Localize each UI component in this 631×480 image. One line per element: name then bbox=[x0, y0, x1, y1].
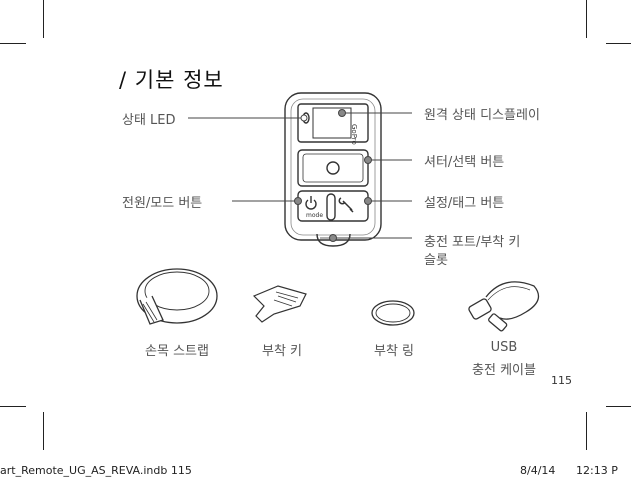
caption-wrist-strap: 손목 스트랩 bbox=[145, 344, 209, 359]
caption-attachment-key: 부착 키 bbox=[261, 344, 302, 359]
crop-mark-top-left-horizontal bbox=[0, 43, 26, 44]
page-title: / 기본 정보 bbox=[119, 68, 224, 92]
shutter-inner bbox=[302, 153, 364, 183]
callout-shutter-select: 셔터/선택 버튼 bbox=[424, 155, 505, 170]
crop-mark-bottom-right-horizontal bbox=[606, 406, 631, 407]
display-window bbox=[312, 107, 352, 139]
footer-file-name: art_Remote_UG_AS_REVA.indb 115 bbox=[0, 464, 192, 477]
wrist-strap-illustration bbox=[136, 268, 218, 325]
callout-power-mode: 전원/모드 버튼 bbox=[122, 196, 203, 211]
crop-mark-bottom-left-vertical bbox=[43, 412, 44, 450]
crop-mark-bottom-right-vertical bbox=[586, 412, 587, 450]
callout-status-led: 상태 LED bbox=[122, 113, 176, 128]
center-slot bbox=[326, 193, 336, 221]
shutter-button-circle bbox=[326, 161, 340, 175]
power-icon bbox=[305, 199, 317, 210]
display-brand-text: GoPro bbox=[350, 124, 358, 145]
tether-loop bbox=[316, 233, 351, 247]
crop-mark-top-right-horizontal bbox=[606, 43, 631, 44]
remote-display bbox=[297, 103, 369, 143]
footer-date: 8/4/14 bbox=[520, 464, 556, 477]
callout-charge-port-line1: 충전 포트/부착 키 bbox=[424, 235, 521, 250]
callout-settings-tag: 설정/태그 버튼 bbox=[424, 196, 505, 211]
caption-attachment-ring: 부착 링 bbox=[373, 344, 414, 359]
attachment-key-illustration bbox=[252, 285, 307, 323]
callout-charge-port-line2: 슬롯 bbox=[424, 253, 448, 268]
footer-time: 12:13 P bbox=[576, 464, 618, 477]
usb-cable-illustration bbox=[468, 281, 540, 332]
caption-usb-line2: 충전 케이블 bbox=[472, 363, 536, 378]
page-number: 115 bbox=[551, 374, 572, 387]
crop-mark-top-left-vertical bbox=[43, 0, 44, 38]
callout-remote-display: 원격 상태 디스플레이 bbox=[424, 108, 540, 123]
remote-body bbox=[284, 92, 382, 241]
attachment-ring-illustration bbox=[371, 300, 415, 326]
wrench-icon bbox=[338, 197, 354, 213]
shutter-panel bbox=[297, 149, 369, 187]
caption-usb-line1: USB bbox=[490, 340, 518, 355]
bottom-panel bbox=[297, 190, 369, 222]
mode-label: mode bbox=[306, 212, 323, 219]
crop-mark-bottom-left-horizontal bbox=[0, 406, 26, 407]
crop-mark-top-right-vertical bbox=[586, 0, 587, 38]
